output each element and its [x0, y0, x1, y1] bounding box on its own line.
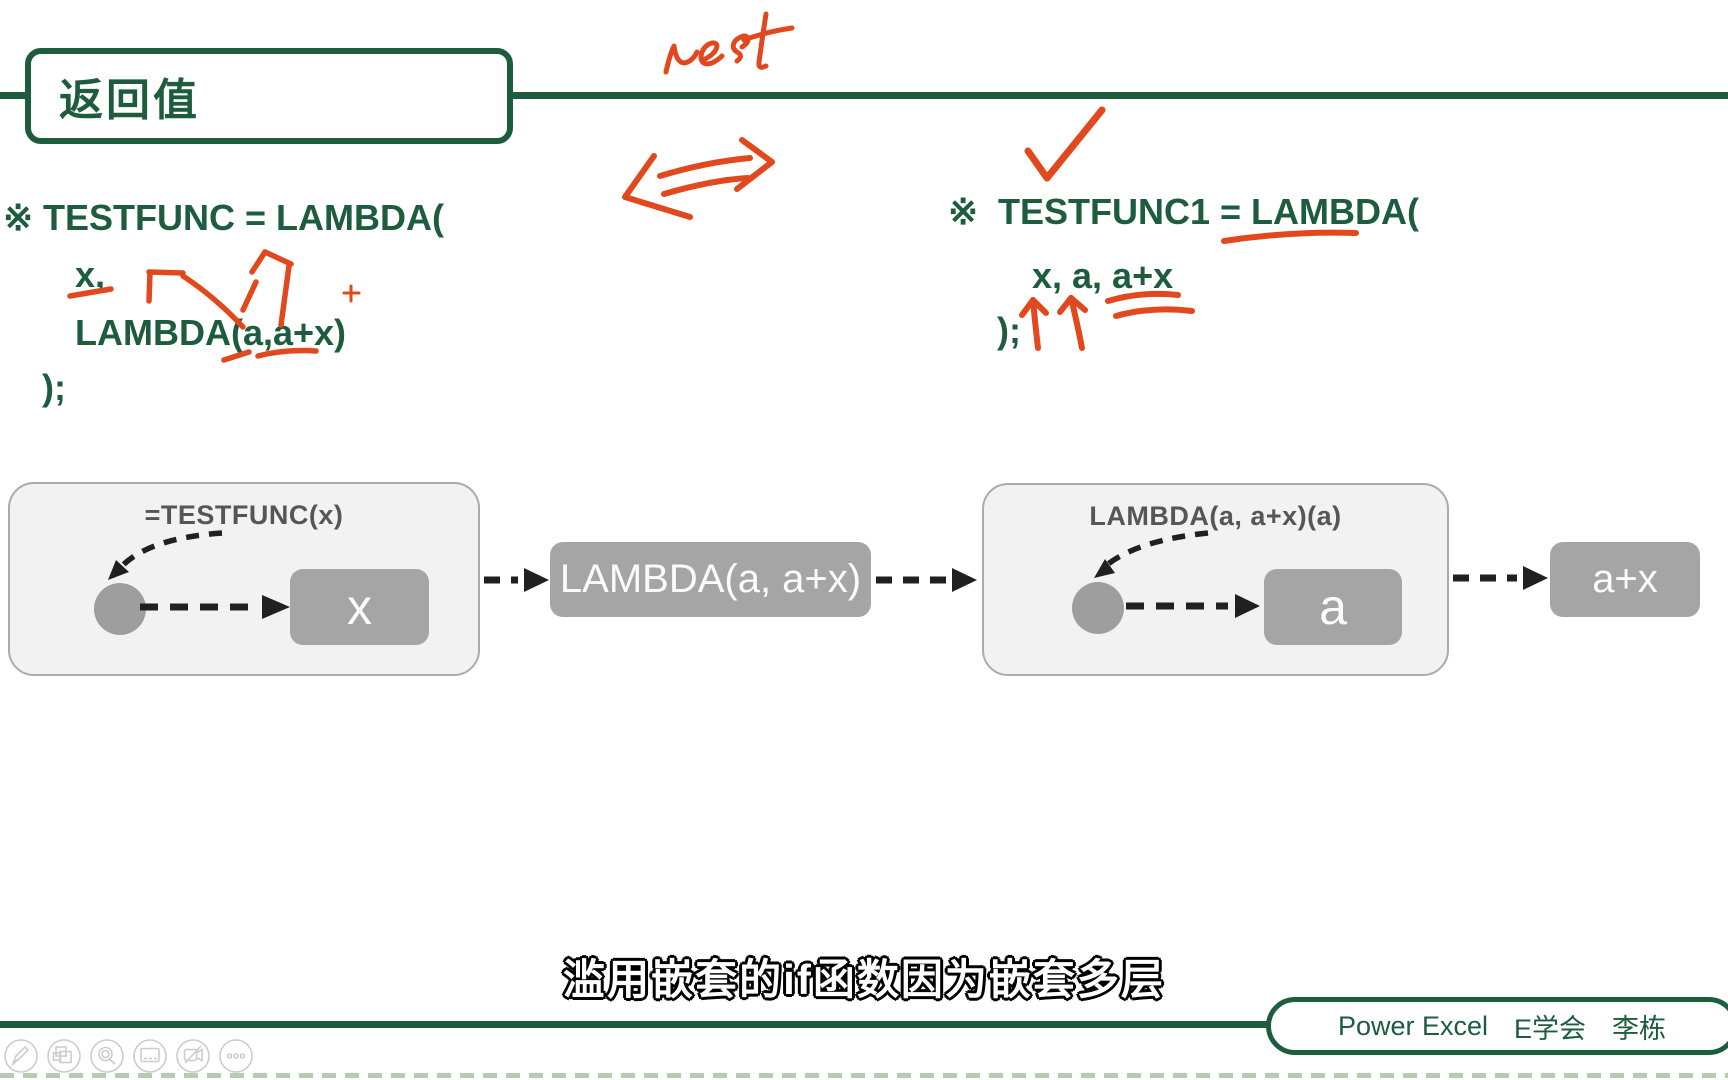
node-a: a	[1264, 569, 1402, 645]
node-lambda: LAMBDA(a, a+x)	[550, 542, 871, 617]
double-line-bottom	[1113, 306, 1195, 319]
arrowhead-sidestroke	[146, 269, 186, 276]
diagram-left-group: =TESTFUNC(x) x	[8, 482, 480, 676]
code-right-marker: ※	[948, 191, 979, 232]
node-x: x	[290, 569, 429, 645]
code-right-line2: x, a, a+x	[1032, 255, 1174, 296]
bottom-divider-line	[0, 1021, 1728, 1028]
code-left-line3: LAMBDA(a,a+x)	[75, 312, 347, 353]
diagram-right-caption: LAMBDA(a, a+x)(a)	[1089, 501, 1342, 531]
camera-off-icon[interactable]	[176, 1039, 210, 1073]
arrowhead-downstroke	[146, 269, 153, 304]
footer-credit-pill: Power Excel E学会 李栋	[1266, 997, 1728, 1055]
code-left-marker: ※	[3, 197, 34, 238]
handwritten-nest	[663, 11, 795, 75]
slide-title: 返回值	[59, 76, 200, 125]
more-dots-icon[interactable]	[219, 1039, 253, 1073]
slides-icon[interactable]	[47, 1039, 81, 1073]
plus-mark	[342, 284, 361, 303]
footer-author: 李栋	[1612, 1013, 1667, 1044]
value-circle	[1072, 582, 1124, 634]
presenter-toolbar	[4, 1039, 253, 1073]
whiteboard-icon[interactable]	[133, 1039, 167, 1073]
diagram-left-caption: =TESTFUNC(x)	[144, 500, 344, 530]
code-left-line1: TESTFUNC = LAMBDA(	[43, 197, 444, 238]
diagram-right-group: LAMBDA(a, a+x)(a) a	[982, 483, 1449, 676]
footer-brand: Power Excel	[1337, 1010, 1489, 1041]
code-right-line1: TESTFUNC1 = LAMBDA(	[998, 191, 1419, 232]
up-arrow2-wing-right	[1068, 295, 1088, 313]
code-left-line2: x,	[75, 254, 106, 295]
magnifier-icon[interactable]	[90, 1039, 124, 1073]
pen-icon[interactable]	[4, 1039, 38, 1073]
bottom-dashed-line	[0, 1073, 1728, 1078]
footer-org: E学会	[1514, 1013, 1587, 1044]
checkmark-sketch	[1024, 106, 1106, 182]
slash-stroke	[240, 279, 259, 313]
up-arrow1-wing-right	[1030, 297, 1049, 316]
underline-a	[221, 349, 252, 363]
double-arrow-sketch	[622, 137, 775, 220]
node-result: a+x	[1550, 542, 1700, 617]
up-arrow2-tail	[1068, 295, 1085, 351]
code-left-line4: );	[42, 367, 66, 408]
underline-lambda	[1221, 229, 1359, 244]
up-arrow-wing-left	[249, 249, 268, 275]
up-arrow-wing-right	[262, 249, 294, 267]
slide-title-box: 返回值	[25, 48, 513, 144]
up-arrow2-wing-left	[1057, 295, 1074, 315]
video-subtitle: 滥用嵌套的if函数因为嵌套多层	[563, 956, 1165, 1003]
code-right-line3: );	[997, 310, 1021, 351]
top-divider-line	[0, 92, 1728, 99]
value-circle	[94, 583, 146, 635]
up-arrow1-tail	[1030, 297, 1041, 351]
up-arrow1-wing-left	[1019, 297, 1036, 318]
